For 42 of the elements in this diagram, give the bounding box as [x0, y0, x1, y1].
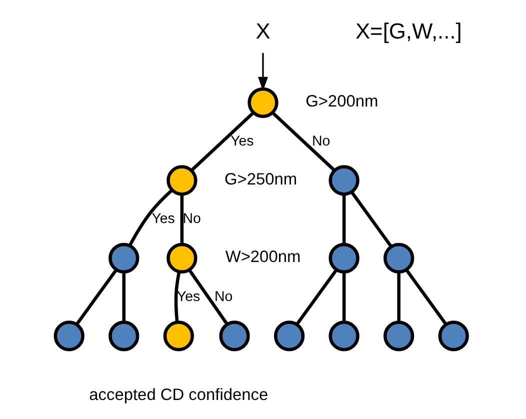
node-circle: [384, 320, 414, 351]
connector: [128, 188, 174, 246]
edge-label: Yes: [152, 210, 175, 227]
connector: [350, 190, 393, 248]
node-circle: [328, 242, 360, 274]
edge-label: No: [214, 288, 233, 304]
connector: [75, 268, 118, 325]
node-circle: [438, 320, 469, 351]
connector: [174, 271, 181, 322]
node-circle: [108, 320, 140, 351]
connector: [272, 111, 336, 172]
connector: [180, 194, 184, 244]
node-circle: [248, 86, 278, 118]
edge-label: Yes: [230, 132, 254, 149]
connector: [188, 268, 228, 324]
connector: [296, 268, 338, 325]
node-circle: [166, 164, 198, 196]
arrow: [258, 52, 268, 91]
node-circle: [54, 320, 84, 351]
node-circle: [219, 320, 250, 351]
edge-label: No: [312, 132, 330, 149]
connector: [122, 272, 126, 322]
node-text: X: [256, 18, 270, 44]
node-circle: [108, 242, 140, 274]
node-circle: [163, 320, 194, 351]
connector: [190, 111, 254, 172]
connector: [342, 272, 346, 322]
connector: [342, 194, 346, 244]
node-label: W>200nm: [225, 248, 301, 266]
connector: [405, 268, 448, 325]
label: X=[G,W,...]: [355, 18, 462, 44]
node-circle: [166, 242, 198, 274]
node-label: accepted CD confidence: [89, 386, 268, 404]
node-circle: [274, 320, 305, 351]
node-circle: [328, 164, 360, 196]
node-label: G>200nm: [306, 92, 378, 110]
edge-label: Yes: [176, 288, 200, 304]
node-circle: [328, 320, 360, 351]
connector: [397, 272, 400, 322]
edge-label: No: [182, 210, 201, 227]
node-circle: [384, 242, 414, 274]
node-label: G>250nm: [224, 170, 298, 188]
